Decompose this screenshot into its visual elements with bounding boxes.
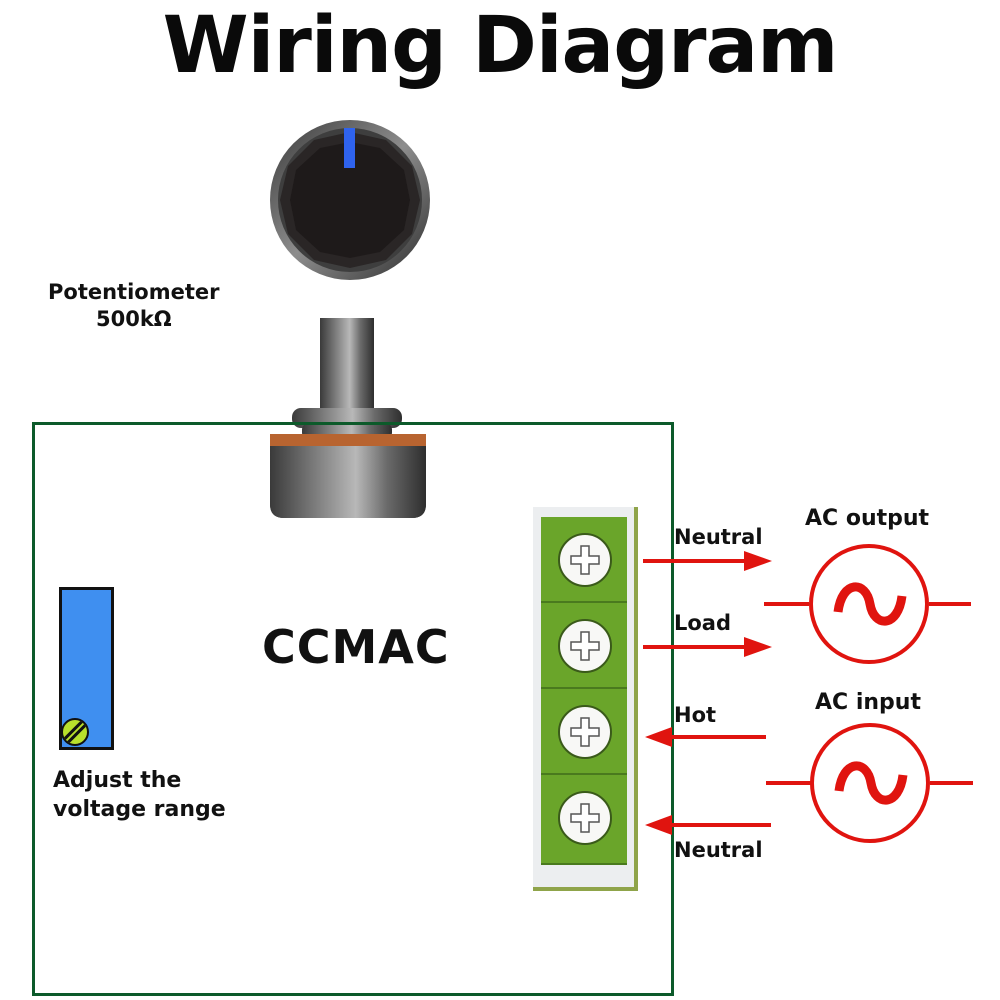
potentiometer-label-name: Potentiometer <box>48 280 220 304</box>
wire-load <box>643 645 748 649</box>
terminal-screw-icon[interactable] <box>558 619 612 673</box>
terminal-screw-icon[interactable] <box>558 705 612 759</box>
potentiometer-label-value: 500kΩ <box>96 307 172 331</box>
terminal-4[interactable] <box>541 775 627 865</box>
potentiometer-label: Potentiometer 500kΩ <box>48 279 219 333</box>
arrow-left-icon <box>645 815 672 835</box>
ac-input-source-icon <box>810 723 930 843</box>
terminal-label-load: Load <box>674 611 732 635</box>
terminal-1[interactable] <box>541 517 627 603</box>
trimmer-label-line2: voltage range <box>53 797 226 822</box>
trimmer-label: Adjust the voltage range <box>53 766 226 824</box>
trimmer-label-line1: Adjust the <box>53 768 182 793</box>
diagram-title: Wiring Diagram <box>162 1 839 91</box>
wire-neutral-out <box>643 559 748 563</box>
wire-neutral-in <box>668 823 771 827</box>
terminal-screw-icon[interactable] <box>558 533 612 587</box>
arrow-left-icon <box>645 727 672 747</box>
terminal-3[interactable] <box>541 689 627 775</box>
terminal-label-hot: Hot <box>674 703 717 727</box>
terminal-2[interactable] <box>541 603 627 689</box>
board-label: CCMAC <box>262 620 450 674</box>
knob-indicator <box>344 128 355 168</box>
terminal-block <box>533 507 638 891</box>
terminal-label-neutral-out: Neutral <box>674 525 763 549</box>
wire-hot <box>668 735 766 739</box>
ac-output-source-icon <box>809 544 929 664</box>
potentiometer-knob-icon[interactable] <box>258 118 442 282</box>
terminal-label-neutral-in: Neutral <box>674 838 763 862</box>
arrow-right-icon <box>744 637 772 657</box>
voltage-trimmer[interactable] <box>59 587 114 750</box>
controller-board <box>32 422 674 996</box>
arrow-right-icon <box>744 551 772 571</box>
potentiometer-mount-icon <box>270 434 426 518</box>
ac-output-label: AC output <box>805 506 930 531</box>
terminal-screw-icon[interactable] <box>558 791 612 845</box>
trimmer-screw-icon[interactable] <box>61 718 89 746</box>
ac-input-label: AC input <box>815 690 921 715</box>
